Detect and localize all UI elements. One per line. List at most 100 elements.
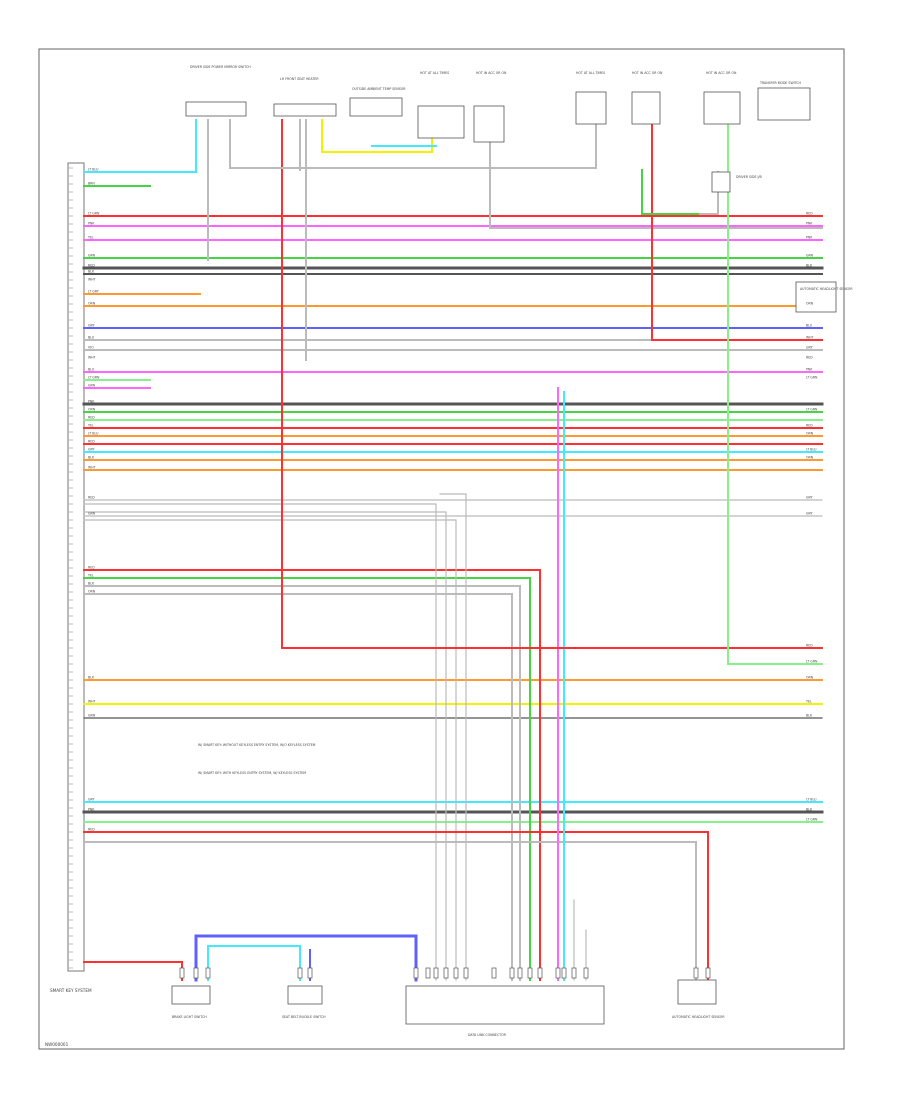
connector-pin [453, 967, 459, 979]
wire-label: BLK [88, 582, 95, 586]
wire-label: WHT [88, 466, 96, 470]
wire-label: GRY [806, 512, 812, 516]
note-text: W/ SMART KEY: WITH KEYLESS ENTRY SYSTEM,… [198, 771, 306, 775]
wire-label: BLK [806, 714, 813, 718]
wire [439, 493, 467, 981]
wire-label: LT GRY [88, 290, 99, 294]
wire-label: BLU [88, 336, 95, 340]
wire [83, 585, 521, 981]
wire-group-highlight [83, 934, 711, 982]
wire-label: GRY [88, 798, 94, 802]
top-component-label: HOT AT ALL TIMES [576, 71, 605, 75]
wire-label: LT BLU [806, 798, 817, 802]
wire-label: BRN [88, 182, 95, 186]
wire [83, 577, 531, 981]
top-component-3: OUTSIDE AMBIENT TEMP SENSOR [349, 87, 406, 117]
wire-label: ORN [806, 302, 814, 306]
wire [651, 119, 823, 341]
connector-pin [297, 967, 303, 979]
connector-pin [527, 967, 533, 979]
top-component-label: HOT AT ALL TIMES [420, 71, 449, 75]
ecu-label: SMART KEY SYSTEM [50, 988, 92, 993]
wire-label: RED [88, 566, 95, 570]
bottom-component-label: SEAT BELT BUCKLE SWITCH [282, 1015, 326, 1019]
wire-label: YEL [88, 236, 94, 240]
wire [727, 119, 823, 665]
wire-label: ORN [806, 676, 814, 680]
wire-label: RED [806, 212, 813, 216]
top-component-5: HOT IN ACC OR ON [473, 71, 507, 143]
wire-label: VIO [88, 346, 94, 350]
wire-label: LT GRN [88, 376, 100, 380]
wire-label: YEL [88, 574, 94, 578]
top-component-label: OUTSIDE AMBIENT TEMP SENSOR [352, 87, 406, 91]
wire-label: PNK [88, 808, 95, 812]
bottom-component-1: BRAKE LIGHT SWITCH [171, 985, 211, 1019]
wire-label: WHT [88, 278, 96, 282]
connector-pin [413, 967, 419, 979]
wire-label: BLK [806, 808, 813, 812]
wire [83, 593, 513, 981]
wire [207, 945, 301, 981]
top-component-label: LH FRONT SEAT HEATER [280, 77, 319, 81]
wire-label: RED [88, 264, 95, 268]
wire [699, 191, 719, 215]
wire-label: PNK [806, 368, 813, 372]
wire-label: GRY [806, 496, 812, 500]
wire-label: GRN [88, 254, 96, 258]
wire-label: GRY [806, 346, 812, 350]
bottom-component-2: SEAT BELT BUCKLE SWITCH [282, 985, 326, 1019]
wire [83, 511, 447, 981]
wire-label: RED [806, 644, 813, 648]
wire-label: GRN [88, 384, 96, 388]
connector-pin [425, 967, 431, 979]
wire-label: LT BLU [88, 168, 99, 172]
top-component-4: HOT AT ALL TIMES [417, 71, 465, 139]
connector-pin [205, 967, 211, 979]
wire-label: WHT [806, 336, 814, 340]
top-component-1: DRIVER SIDE POWER MIRROR SWITCH [185, 65, 251, 117]
right-component-label: DRIVER SIDE J/B [736, 175, 762, 179]
wire-label: RED [88, 496, 95, 500]
top-components: DRIVER SIDE POWER MIRROR SWITCH LH FRONT… [185, 65, 811, 143]
ecu-terminal-ticks [68, 167, 73, 969]
wire-label: LT GRN [88, 212, 100, 216]
bottom-component-3: DATA LINK CONNECTOR [405, 985, 605, 1037]
wire-label: ORN [806, 456, 814, 460]
right-component-1: DRIVER SIDE J/B [711, 171, 762, 193]
wire [83, 841, 697, 981]
wire-label: LT GRN [806, 376, 818, 380]
wire-label: BLK [88, 270, 95, 274]
connector-pin [571, 967, 577, 979]
connector-pin [537, 967, 543, 979]
wire-labels: LT BLU BRN LT GRN PNK YEL GRN RED BLK WHT LT GRY O… [88, 168, 818, 832]
connector-pin [583, 967, 589, 979]
wire-label: ORN [88, 408, 96, 412]
connector-pin [491, 967, 497, 979]
wire-label: YEL [88, 424, 94, 428]
wire [194, 934, 418, 982]
top-component-label: DRIVER SIDE POWER MIRROR SWITCH [190, 65, 251, 69]
ecu-connector-column [67, 162, 85, 972]
connector-pin [433, 967, 439, 979]
top-component-2: LH FRONT SEAT HEATER [273, 77, 337, 117]
wire-label: ORN [806, 432, 814, 436]
wire-label: YEL [806, 700, 812, 704]
top-component-label: HOT IN ACC OR ON [706, 71, 737, 75]
connector-pin [561, 967, 567, 979]
diagram-frame [38, 48, 845, 1050]
connector-pin [509, 967, 515, 979]
wire [83, 831, 709, 981]
wire-label: GRY [88, 324, 94, 328]
wire-label: PNK [806, 222, 813, 226]
wire-label: BLK [806, 264, 813, 268]
wire-label: LT BLU [88, 432, 99, 436]
wire-label: LT GRN [806, 408, 818, 412]
wire-label: BLU [806, 324, 813, 328]
wire [83, 569, 541, 981]
wire-label: PNK [806, 236, 813, 240]
wire [229, 119, 597, 169]
bottom-component-label: AUTOMATIC HEADLIGHT SENSOR [672, 1015, 725, 1019]
wire-group [82, 119, 824, 981]
